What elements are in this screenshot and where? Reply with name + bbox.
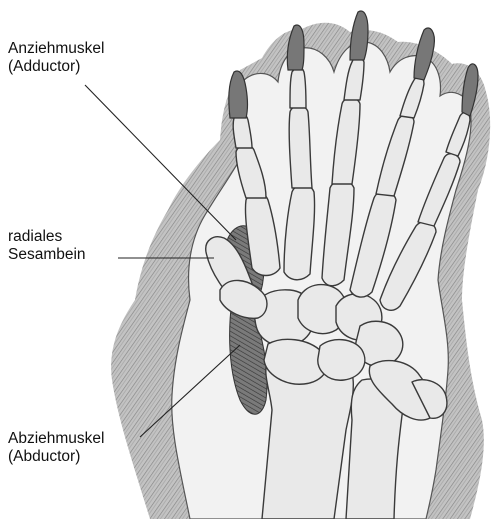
label-adductor-line1: Anziehmuskel — [8, 40, 105, 58]
label-abductor-line1: Abziehmuskel — [8, 430, 105, 448]
label-adductor: Anziehmuskel (Adductor) — [8, 40, 105, 76]
label-adductor-line2: (Adductor) — [8, 58, 105, 76]
label-abductor: Abziehmuskel (Abductor) — [8, 430, 105, 466]
label-abductor-line2: (Abductor) — [8, 448, 105, 466]
label-sesamoid-line2: Sesambein — [8, 246, 86, 264]
label-sesamoid-line1: radiales — [8, 228, 86, 246]
label-sesamoid: radiales Sesambein — [8, 228, 86, 264]
